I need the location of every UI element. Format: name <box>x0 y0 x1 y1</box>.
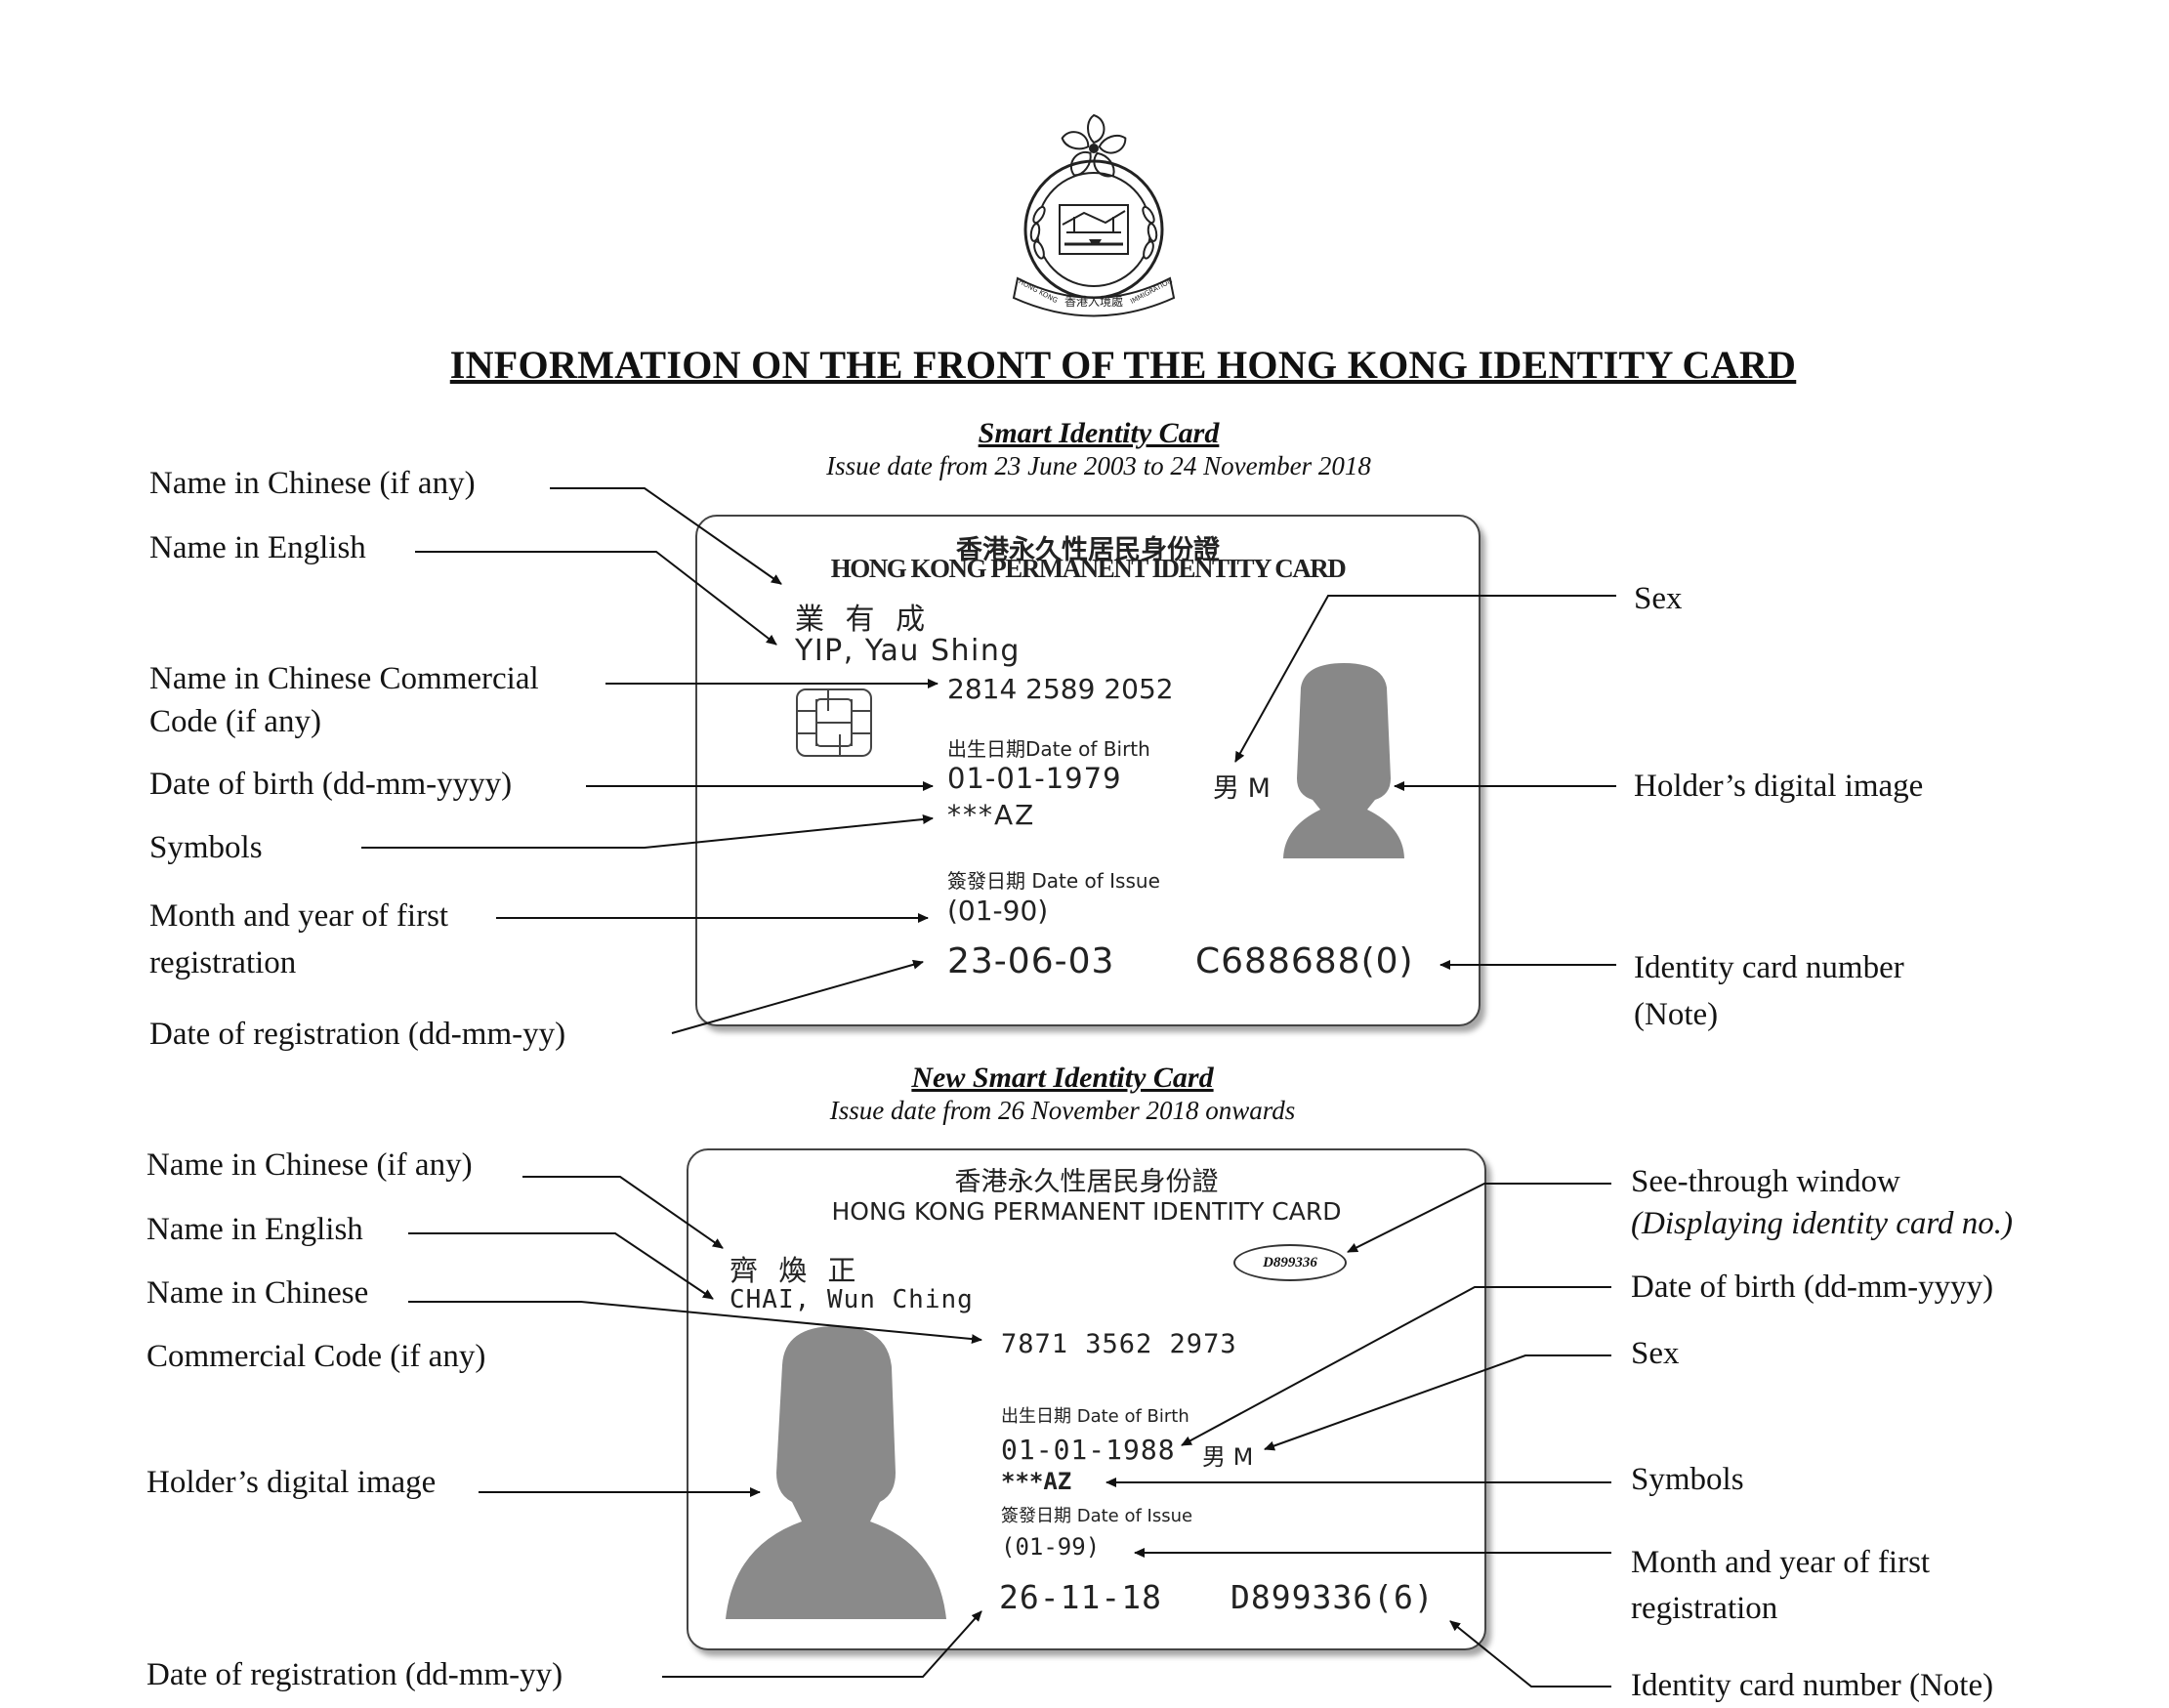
card1-reg-date: 23-06-03 <box>947 941 1115 981</box>
smart-id-card: 香港永久性居民身份證 HONG KONG PERMANENT IDENTITY … <box>695 515 1481 1026</box>
label-sex-2: Sex <box>1631 1336 1680 1371</box>
card1-doi-label: 簽發日期 Date of Issue <box>947 869 1160 893</box>
page-title: INFORMATION ON THE FRONT OF THE HONG KON… <box>449 343 1797 387</box>
card2-header-cn: 香港永久性居民身份證 <box>954 1167 1219 1197</box>
svg-text:香港入境處: 香港入境處 <box>1064 294 1123 309</box>
card1-name-cn: 業 有 成 <box>795 603 932 637</box>
hk-immigration-emblem-icon: 香港入境處 HONG KONG IMMIGRATION <box>1006 107 1182 327</box>
card1-dob-label: 出生日期Date of Birth <box>947 737 1150 761</box>
label-ccc-1b: Code (if any) <box>149 704 321 739</box>
label-id-2: Identity card number (Note) <box>1631 1668 1994 1703</box>
label-reg-date-2: Date of registration (dd-mm-yy) <box>146 1657 563 1692</box>
window-id-number: D899336 <box>1263 1255 1317 1271</box>
card2-symbols: ***AZ <box>1001 1468 1072 1495</box>
label-reg-date-1: Date of registration (dd-mm-yy) <box>149 1017 566 1052</box>
label-ccc-2b: Commercial Code (if any) <box>146 1339 486 1374</box>
label-first-reg-2a: Month and year of first <box>1631 1545 1931 1580</box>
label-symbols-1: Symbols <box>149 830 263 865</box>
card1-dob: 01-01-1979 <box>947 762 1122 795</box>
label-first-reg-1a: Month and year of first <box>149 898 449 934</box>
portrait-silhouette-icon <box>724 1326 948 1624</box>
card1-sex: 男 M <box>1213 773 1271 804</box>
card1-heading: Smart Identity Card <box>978 417 1220 449</box>
portrait-silhouette-icon <box>1281 663 1406 863</box>
label-sex-1: Sex <box>1634 581 1683 616</box>
label-name-en-1: Name in English <box>149 530 366 565</box>
card1-id-number: C688688(0) <box>1195 941 1414 981</box>
card2-ccc: 7871 3562 2973 <box>1001 1329 1237 1359</box>
card2-id-number: D899336(6) <box>1230 1578 1435 1616</box>
label-ccc-1a: Name in Chinese Commercial <box>149 661 539 696</box>
card1-subheading: Issue date from 23 June 2003 to 24 Novem… <box>826 451 1371 480</box>
card2-subheading: Issue date from 26 November 2018 onwards <box>829 1096 1296 1125</box>
label-ccc-2a: Name in Chinese <box>146 1275 369 1311</box>
card1-symbols: ***AZ <box>947 799 1036 831</box>
chip-icon <box>795 687 873 763</box>
card2-dob: 01-01-1988 <box>1001 1434 1176 1466</box>
label-dob-2: Date of birth (dd-mm-yyyy) <box>1631 1270 1994 1305</box>
card2-header-en: HONG KONG PERMANENT IDENTITY CARD <box>831 1197 1342 1226</box>
label-image-1: Holder’s digital image <box>1634 769 1924 804</box>
label-first-reg-1b: registration <box>149 945 297 980</box>
label-name-cn-2: Name in Chinese (if any) <box>146 1147 473 1183</box>
label-id-1b: (Note) <box>1634 997 1719 1032</box>
see-through-window: D899336 <box>1233 1244 1347 1281</box>
label-name-cn-1: Name in Chinese (if any) <box>149 466 476 501</box>
card2-dob-label: 出生日期 Date of Birth <box>1001 1406 1189 1427</box>
card1-name-en: YIP, Yau Shing <box>795 634 1021 668</box>
card2-doi-label: 簽發日期 Date of Issue <box>1001 1506 1193 1526</box>
card2-name-cn: 齊 煥 正 <box>730 1254 862 1287</box>
label-image-2: Holder’s digital image <box>146 1465 437 1500</box>
label-id-1a: Identity card number <box>1634 950 1904 985</box>
card2-heading: New Smart Identity Card <box>911 1062 1214 1094</box>
card2-reg-date: 26-11-18 <box>999 1578 1162 1616</box>
label-window-2b: (Displaying identity card no.) <box>1631 1206 2014 1241</box>
new-smart-id-card: 香港永久性居民身份證 HONG KONG PERMANENT IDENTITY … <box>687 1148 1486 1650</box>
card2-name-en: CHAI, Wun Ching <box>730 1285 974 1314</box>
label-window-2a: See-through window <box>1631 1164 1900 1199</box>
label-name-en-2: Name in English <box>146 1212 363 1247</box>
card2-first-reg: (01-99) <box>1001 1533 1101 1561</box>
label-first-reg-2b: registration <box>1631 1591 1778 1626</box>
card1-first-reg: (01-90) <box>947 895 1049 927</box>
label-dob-1: Date of birth (dd-mm-yyyy) <box>149 767 513 802</box>
card1-header-en: HONG KONG PERMANENT IDENTITY CARD <box>830 554 1347 583</box>
card1-ccc: 2814 2589 2052 <box>947 673 1174 705</box>
card2-sex: 男 M <box>1202 1443 1254 1471</box>
card1-header-cn: 香港永久性居民身份證 <box>956 535 1220 565</box>
label-symbols-2: Symbols <box>1631 1462 1744 1497</box>
